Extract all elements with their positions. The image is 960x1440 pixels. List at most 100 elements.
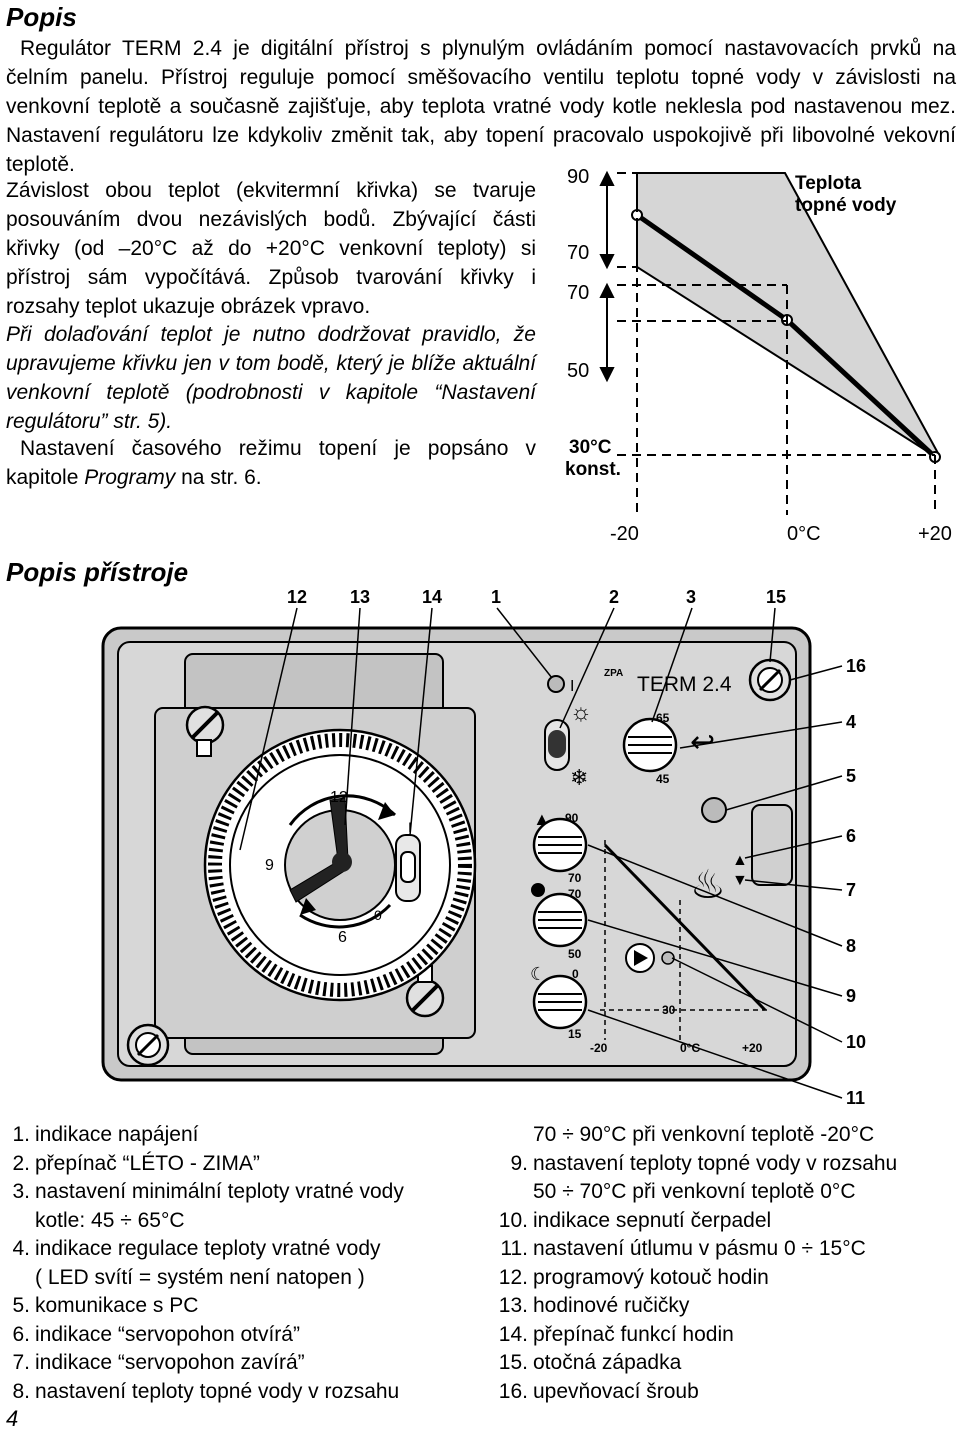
callout-12: 12 <box>287 587 307 607</box>
y-tick-konst: konst. <box>565 459 621 480</box>
mounting-screw-top-icon <box>748 658 792 702</box>
x-tick-plus20: +20 <box>918 523 952 545</box>
legend-text: komunikace s PC <box>35 1294 199 1317</box>
legend-item: 15.otočná západka <box>498 1349 958 1378</box>
legend-item: 11.nastavení útlumu v pásmu 0 ÷ 15°C <box>498 1235 958 1264</box>
legend-number: 9. <box>510 1151 528 1175</box>
pc-comm-port <box>701 797 727 823</box>
device-drawing: 12 13 14 1 2 3 15 16 4 5 6 7 8 9 10 11 <box>101 587 866 1108</box>
legend-number: 11. <box>500 1237 528 1260</box>
clock-6: 6 <box>338 929 347 946</box>
callout-2: 2 <box>609 587 619 607</box>
mini-30: 30 <box>662 1003 676 1017</box>
knob-0: 0 <box>572 967 579 981</box>
pump-led <box>625 943 675 973</box>
legend-item: 14.přepínač funkcí hodin <box>498 1321 958 1350</box>
mini-curve: 30 -20 0°C +20 <box>590 840 770 1055</box>
callout-16: 16 <box>846 656 866 676</box>
legend-text: nastavení útlumu v pásmu 0 ÷ 15°C <box>533 1237 866 1260</box>
mini-plus20: +20 <box>742 1041 763 1055</box>
curve-line-2 <box>785 318 937 459</box>
legend-number: 1. <box>12 1123 30 1146</box>
legend-item: 10.indikace sepnutí čerpadel <box>498 1207 958 1236</box>
legend-item: 50 ÷ 70°C při venkovní teplotě 0°C <box>498 1178 958 1207</box>
setback-knob[interactable]: ☾ 0 15 <box>530 964 588 1041</box>
mini-0: 0°C <box>680 1041 700 1055</box>
curve-paragraph: Závislost obou teplot (ekvitermní křivka… <box>6 179 536 318</box>
heading-device: Popis přístroje <box>6 557 189 587</box>
heading-popis: Popis <box>6 2 77 32</box>
legend-text: 70 ÷ 90°C při venkovní teplotě -20°C <box>533 1123 875 1146</box>
y-tick-70a: 70 <box>567 242 589 264</box>
clock-I: I <box>408 819 412 835</box>
servo-open-arrow-icon: ▲ <box>732 852 748 869</box>
legend-number: 13. <box>498 1294 528 1317</box>
brand-name: TERM 2.4 <box>637 673 732 696</box>
knob-65: 65 <box>656 711 670 725</box>
legend-text: programový kotouč hodin <box>533 1265 769 1289</box>
legend-item: 5.komunikace s PC <box>0 1292 500 1321</box>
legend-number: 4. <box>12 1237 30 1260</box>
flow-temp-zero-knob[interactable]: 70 50 <box>531 883 588 961</box>
legend-text: 50 ÷ 70°C při venkovní teplotě 0°C <box>533 1180 856 1203</box>
legend-item: kotle: 45 ÷ 65°C <box>0 1207 500 1236</box>
page-number: 4 <box>6 1406 19 1431</box>
y-tick-70b: 70 <box>567 282 589 304</box>
program-clock-dial[interactable]: 12 9 6 0 I <box>203 728 477 1002</box>
callout-15: 15 <box>766 587 786 607</box>
intro-paragraph: Regulátor TERM 2.4 je digitální přístroj… <box>6 37 956 176</box>
legend-item: 4.indikace regulace teploty vratné vody <box>0 1235 500 1264</box>
graph-label-2: topné vody <box>795 195 897 216</box>
clock-9: 9 <box>265 857 274 874</box>
legend-text: indikace napájení <box>35 1123 199 1146</box>
summer-winter-switch[interactable] <box>544 719 570 771</box>
legend-item: 7.indikace “servopohon zavírá” <box>0 1349 500 1378</box>
screw-left <box>185 705 225 757</box>
legend-item: 6.indikace “servopohon otvírá” <box>0 1321 500 1350</box>
servo-close-arrow-icon: ▼ <box>732 872 748 889</box>
legend-item: 13.hodinové ručičky <box>498 1292 958 1321</box>
legend-text: ( LED svítí = systém není natopen ) <box>35 1265 365 1289</box>
y-tick-30: 30°C <box>569 437 612 458</box>
legend-text: upevňovací šroub <box>533 1379 699 1403</box>
mounting-screw-icon <box>126 1023 170 1067</box>
callout-11: 11 <box>846 1088 865 1108</box>
legend-number: 5. <box>12 1294 30 1317</box>
power-led-label: I <box>570 678 574 695</box>
callout-7: 7 <box>846 880 856 900</box>
callout-4: 4 <box>846 712 856 732</box>
legend-item: 16.upevňovací šroub <box>498 1378 958 1407</box>
legend-item: 2.přepínač “LÉTO - ZIMA” <box>0 1150 500 1179</box>
legend-text: nastavení teploty topné vody v rozsahu <box>35 1379 400 1403</box>
callout-5: 5 <box>846 766 856 786</box>
legend-number: 14. <box>498 1322 528 1346</box>
callout-9: 9 <box>846 986 856 1006</box>
legend-number: 8. <box>12 1379 30 1403</box>
clock-12: 12 <box>330 789 348 806</box>
legend-item: 1.indikace napájení <box>0 1121 500 1150</box>
callout-3: 3 <box>686 587 696 607</box>
brand-logo: ZPA <box>604 668 623 679</box>
knob-15: 15 <box>568 1027 582 1041</box>
curve-line <box>635 212 789 323</box>
legend-text: otočná západka <box>533 1351 682 1374</box>
legend-text: přepínač “LÉTO - ZIMA” <box>35 1151 260 1175</box>
legend-text: nastavení teploty topné vody v rozsahu <box>533 1151 898 1175</box>
legend-number: 6. <box>12 1322 30 1346</box>
legend-number: 16. <box>498 1379 528 1403</box>
legend-item: 3.nastavení minimální teploty vratné vod… <box>0 1178 500 1207</box>
callout-13: 13 <box>350 587 370 607</box>
legend-number: 15. <box>498 1351 528 1374</box>
legend-text: kotle: 45 ÷ 65°C <box>35 1208 185 1232</box>
callout-1: 1 <box>491 587 501 607</box>
knob-70a: 70 <box>568 871 582 885</box>
legend-text: nastavení minimální teploty vratné vody <box>35 1180 404 1203</box>
flow-temp-minus20-knob[interactable]: ▲ 90 70 <box>532 809 588 885</box>
legend-text: přepínač funkcí hodin <box>533 1322 734 1346</box>
legend-text: indikace regulace teploty vratné vody <box>35 1237 381 1260</box>
return-temp-knob[interactable]: 65 45 <box>622 711 678 786</box>
flame-icon: ♨ <box>690 863 726 907</box>
x-tick-minus20: -20 <box>610 523 639 545</box>
